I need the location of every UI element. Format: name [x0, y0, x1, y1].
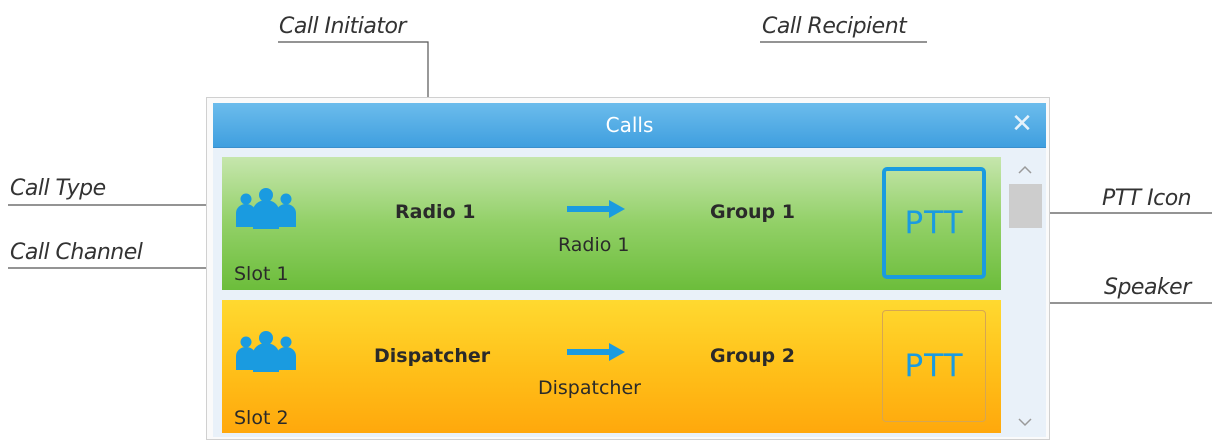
call-recipient: Group 2 — [710, 345, 795, 367]
scrollbar-thumb[interactable] — [1009, 184, 1042, 228]
vertical-scrollbar[interactable] — [1008, 154, 1042, 436]
call-initiator: Dispatcher — [374, 345, 491, 367]
arrow-right-icon — [567, 200, 625, 218]
callout-ptt-icon: PTT Icon — [1102, 186, 1192, 211]
call-row-1[interactable]: Radio 1 Radio 1 Group 1 Slot 1 PTT — [222, 157, 1001, 290]
ptt-button[interactable]: PTT — [882, 310, 986, 422]
callout-speaker: Speaker — [1104, 275, 1191, 300]
close-icon[interactable]: ✕ — [1011, 109, 1033, 139]
arrow-right-icon — [567, 343, 625, 361]
ptt-button[interactable]: PTT — [882, 167, 986, 279]
call-row-2[interactable]: Dispatcher Dispatcher Group 2 Slot 2 PTT — [222, 300, 1001, 433]
call-recipient: Group 1 — [710, 201, 795, 223]
chevron-down-icon[interactable] — [1008, 412, 1042, 432]
callout-call-recipient: Call Recipient — [762, 14, 907, 39]
call-channel: Slot 2 — [234, 407, 289, 429]
callout-call-type: Call Type — [10, 176, 106, 201]
calls-titlebar: Calls ✕ — [213, 103, 1046, 148]
callout-call-channel: Call Channel — [10, 240, 143, 265]
call-speaker: Dispatcher — [538, 377, 641, 399]
call-channel: Slot 1 — [234, 263, 289, 285]
callout-call-initiator: Call Initiator — [279, 14, 406, 39]
group-call-icon — [236, 188, 296, 229]
window-title: Calls — [605, 113, 654, 137]
call-initiator: Radio 1 — [395, 201, 476, 223]
call-speaker: Radio 1 — [558, 234, 630, 256]
chevron-up-icon[interactable] — [1008, 160, 1042, 180]
group-call-icon — [236, 331, 296, 372]
